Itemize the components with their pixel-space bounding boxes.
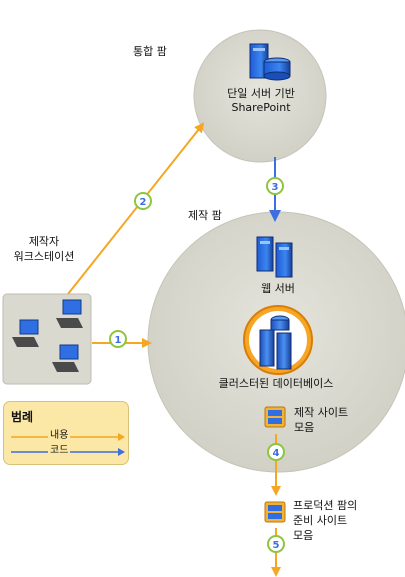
step-2-text: 2 — [140, 197, 147, 208]
step-badge-3: 3 — [266, 177, 284, 195]
step-badge-5: 5 — [267, 535, 285, 553]
site-collection-icon — [264, 406, 286, 428]
authoring-farm-title: 제작 팜 — [188, 209, 222, 222]
legend-code-label: 코드 — [48, 444, 71, 458]
step-3-text: 3 — [272, 182, 279, 193]
step-badge-2: 2 — [134, 192, 152, 210]
laptop-icon-2 — [12, 319, 39, 347]
legend: 범례 내용 코드 — [3, 401, 129, 465]
laptop-icon-1 — [56, 299, 83, 328]
step-5-text: 5 — [273, 540, 280, 551]
site-collection-label: 제작 사이트 모음 — [294, 406, 349, 434]
clustered-database-label: 클러스터된 데이터베이스 — [218, 377, 334, 390]
preproduction-site-icon — [264, 501, 286, 523]
integration-farm-title: 통합 팜 — [133, 45, 167, 58]
laptop-icon-3 — [52, 344, 79, 372]
single-server-icon — [249, 43, 291, 81]
legend-title: 범례 — [11, 410, 34, 424]
step-badge-1: 1 — [109, 330, 127, 348]
preproduction-label: 프로덕션 팜의 준비 사이트 모음 — [293, 499, 358, 542]
integration-server-product: SharePoint — [231, 101, 291, 114]
workstations-group — [2, 293, 92, 385]
clustered-database-icon — [243, 305, 313, 375]
legend-item-content: 내용 — [4, 429, 130, 445]
integration-farm-circle — [193, 29, 327, 163]
legend-item-code: 코드 — [4, 444, 130, 460]
web-server-label: 웹 서버 — [261, 282, 295, 295]
step-1-text: 1 — [115, 335, 122, 346]
workstations-title: 제작자 워크스테이션 — [13, 235, 75, 263]
web-server-icon — [256, 236, 293, 278]
arrow-to-integration-farm — [67, 122, 205, 295]
step-badge-4: 4 — [267, 443, 285, 461]
step-4-text: 4 — [273, 448, 280, 459]
integration-server-label: 단일 서버 기반 — [227, 87, 295, 100]
legend-content-label: 내용 — [48, 429, 71, 443]
